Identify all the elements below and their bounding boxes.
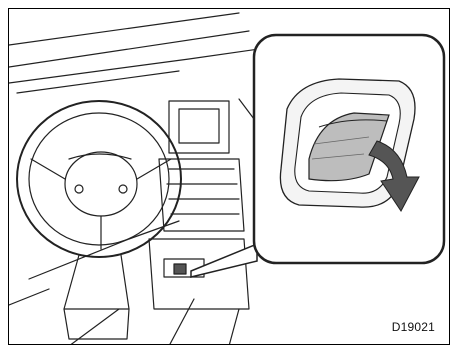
dash-top-line <box>9 13 239 45</box>
figure-code: D19021 <box>392 320 435 334</box>
dashboard-illustration <box>9 9 450 345</box>
callout-box <box>254 35 444 263</box>
illustration-frame: D19021 <box>8 8 450 345</box>
steering-wheel <box>17 101 181 257</box>
callout-pointer <box>191 244 257 277</box>
